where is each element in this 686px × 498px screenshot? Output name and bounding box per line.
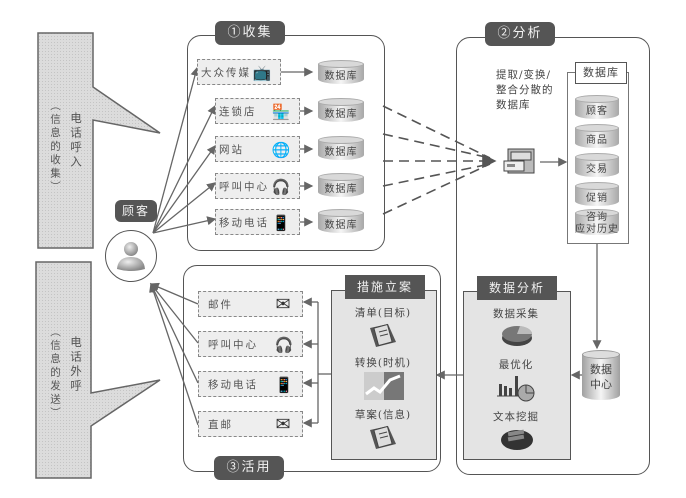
headset-operator-icon: 🎧 [271, 178, 293, 196]
channel-direct-mail[interactable]: 直邮 ✉ [198, 411, 303, 437]
channel-email[interactable]: 邮件 ✉ [198, 291, 303, 317]
callout-outbound-subtitle: （信息的发送） [49, 326, 61, 421]
utilize-tag: ③活用 [214, 456, 284, 480]
mobile-phone-icon: 📱 [271, 214, 293, 232]
channel-label: 呼叫中心 [208, 339, 258, 351]
db-promotion: 促销 [575, 182, 619, 208]
customer-label: 顾客 [115, 200, 157, 222]
callout-inbound-title: 电话呼入 [69, 112, 83, 170]
callout-outbound-title: 电话外呼 [69, 336, 83, 394]
file-cabinet-icon [502, 147, 538, 175]
source-label: 大众传媒 [201, 67, 251, 79]
channel-label: 邮件 [208, 299, 233, 311]
analysis-item-label: 最优化 [498, 359, 534, 371]
source-chain-store[interactable]: 连锁店 🏪 [215, 98, 300, 124]
documents-stack-icon [500, 425, 534, 451]
database-cylinder: 数据库 [318, 98, 364, 124]
source-website[interactable]: 网站 🌐 [215, 136, 300, 162]
channel-mobile-phone[interactable]: 移动电话 📱 [198, 371, 303, 397]
clipboard-icon [368, 424, 398, 450]
extract-description: 提取/变换/ 整合分散的 数据库 [496, 69, 554, 111]
analysis-item-label: 数据采集 [493, 308, 539, 320]
envelope-icon: ✉ [275, 294, 293, 315]
bar-pie-chart-icon [497, 374, 537, 402]
database-cylinder: 数据库 [318, 209, 364, 235]
envelope-icon: ✉ [275, 414, 293, 435]
tv-icon: 📺 [252, 64, 274, 82]
analysis-item-label: 文本挖掘 [493, 411, 539, 423]
database-title: 数据库 [575, 62, 627, 84]
db-inquiry-history: 咨询 应对历史 [575, 209, 619, 237]
database-cylinder: 数据库 [318, 136, 364, 162]
source-mass-media[interactable]: 大众传媒 📺 [197, 59, 281, 85]
channel-label: 直邮 [208, 419, 233, 431]
source-mobile-phone[interactable]: 移动电话 📱 [215, 209, 300, 235]
db-product: 商品 [575, 124, 619, 150]
mobile-phone-icon: 📱 [274, 376, 296, 394]
data-center-label-2: 中心 [590, 378, 612, 391]
customer-node[interactable] [105, 230, 157, 282]
database-cylinder: 数据库 [318, 173, 364, 199]
plan-item-label: 草案(信息) [354, 409, 412, 421]
clipboard-icon [368, 322, 398, 348]
globe-icon: 🌐 [271, 141, 293, 159]
channel-label: 移动电话 [208, 379, 258, 391]
source-label: 呼叫中心 [219, 181, 269, 193]
headset-operator-icon: 🎧 [274, 336, 296, 354]
plan-title: 措施立案 [345, 275, 425, 299]
database-cylinder: 数据库 [318, 60, 364, 86]
analyze-tag: ②分析 [485, 22, 555, 46]
channel-call-center[interactable]: 呼叫中心 🎧 [198, 331, 303, 357]
data-center-label-1: 数据 [590, 363, 612, 376]
trend-chart-icon [364, 372, 404, 400]
pie-chart-icon [500, 324, 534, 348]
person-icon [117, 242, 145, 271]
source-label: 移动电话 [219, 217, 269, 229]
collect-tag: ①收集 [215, 21, 285, 45]
store-icon: 🏪 [271, 103, 293, 121]
db-customer: 顾客 [575, 95, 619, 121]
source-call-center[interactable]: 呼叫中心 🎧 [215, 173, 300, 199]
data-analysis-title: 数据分析 [477, 276, 557, 300]
source-label: 连锁店 [219, 106, 257, 118]
plan-item-label: 转换(时机) [354, 357, 412, 369]
db-transaction: 交易 [575, 153, 619, 179]
callout-inbound-subtitle: （信息的收集） [49, 100, 61, 195]
source-label: 网站 [219, 144, 244, 156]
data-center-cylinder: 数据 中心 [582, 350, 620, 402]
plan-item-label: 清单(目标) [354, 307, 412, 319]
